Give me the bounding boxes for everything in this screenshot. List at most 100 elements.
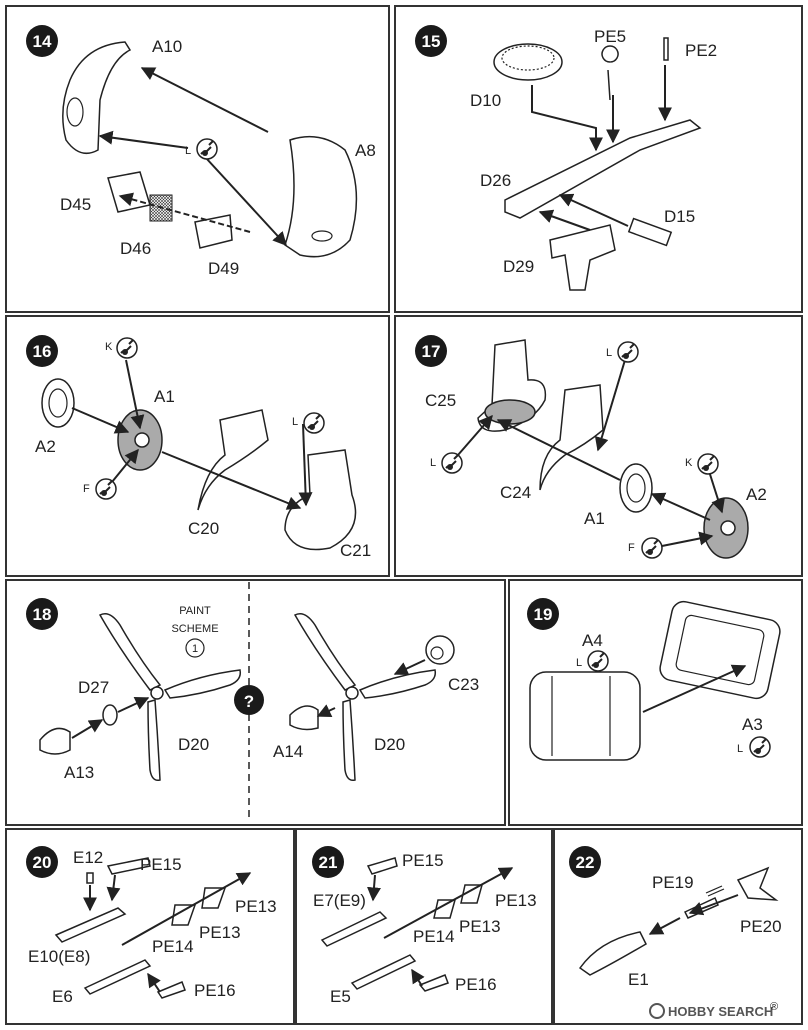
label-f: F bbox=[628, 542, 635, 554]
part-e6 bbox=[83, 959, 152, 995]
label-a2: A2 bbox=[35, 437, 56, 456]
part-a14 bbox=[289, 705, 319, 731]
part-a4 bbox=[529, 671, 641, 761]
label-pe5: PE5 bbox=[594, 27, 626, 46]
part-pe16 bbox=[156, 981, 186, 999]
svg-text:20: 20 bbox=[33, 853, 52, 872]
panel-step-18 bbox=[5, 579, 506, 826]
panel-step-15 bbox=[394, 5, 803, 313]
label-e10: E10(E8) bbox=[28, 947, 90, 966]
label-c23: C23 bbox=[448, 675, 479, 694]
label-pe13: PE13 bbox=[459, 917, 501, 936]
svg-text:17: 17 bbox=[422, 342, 441, 361]
glue-icon bbox=[697, 453, 719, 475]
part-pe13 bbox=[171, 904, 197, 926]
label-e1: E1 bbox=[628, 970, 649, 989]
label-k: K bbox=[105, 341, 113, 353]
label-e7: E7(E9) bbox=[313, 891, 366, 910]
panel-step-22 bbox=[553, 828, 803, 1025]
panel-step-17 bbox=[394, 315, 803, 577]
glue-icon bbox=[303, 412, 325, 434]
part-a1 bbox=[619, 463, 653, 513]
watermark-reg: ® bbox=[770, 1001, 778, 1013]
label-e12: E12 bbox=[73, 848, 103, 867]
step-21-drawing: PE15 E7(E9) PE13 PE13 PE14 E5 PE16 bbox=[313, 851, 537, 1006]
part-c21 bbox=[284, 449, 357, 551]
glue-icon bbox=[641, 537, 663, 559]
part-c23 bbox=[425, 635, 455, 665]
label-a14: A14 bbox=[273, 742, 303, 761]
label-pe14: PE14 bbox=[152, 937, 194, 956]
part-d15 bbox=[627, 217, 673, 247]
svg-text:14: 14 bbox=[33, 32, 52, 51]
step-badge-18: 18 bbox=[26, 598, 58, 630]
label-pe13: PE13 bbox=[199, 923, 241, 942]
label-a1: A1 bbox=[584, 509, 605, 528]
step-17-drawing: L L K F C25 C24 A1 A2 bbox=[425, 339, 767, 559]
label-d27: D27 bbox=[78, 678, 109, 697]
watermark: HOBBY SEARCH ® bbox=[649, 1001, 778, 1019]
label-a2: A2 bbox=[746, 485, 767, 504]
svg-text:21: 21 bbox=[319, 853, 338, 872]
part-a2 bbox=[41, 378, 75, 428]
part-e5 bbox=[350, 954, 417, 990]
label-pe13: PE13 bbox=[495, 891, 537, 910]
svg-text:19: 19 bbox=[534, 605, 553, 624]
glue-icon bbox=[441, 452, 463, 474]
label-pe14: PE14 bbox=[413, 927, 455, 946]
part-pe15 bbox=[366, 857, 398, 875]
glue-icon bbox=[116, 337, 138, 359]
part-pe20 bbox=[736, 866, 779, 901]
svg-text:15: 15 bbox=[422, 32, 441, 51]
label-a4: A4 bbox=[582, 631, 603, 650]
label-l: L bbox=[576, 657, 582, 669]
step-badge-20: 20 bbox=[26, 846, 58, 878]
label-a8: A8 bbox=[355, 141, 376, 160]
label-l: L bbox=[292, 416, 298, 428]
panel-step-19 bbox=[508, 579, 803, 826]
label-d20: D20 bbox=[178, 735, 209, 754]
part-a10 bbox=[62, 41, 132, 155]
label-a13: A13 bbox=[64, 763, 94, 782]
part-pe16 bbox=[418, 974, 449, 992]
part-pe13 bbox=[433, 899, 456, 919]
label-pe20: PE20 bbox=[740, 917, 782, 936]
label-d20: D20 bbox=[374, 735, 405, 754]
label-c21: C21 bbox=[340, 541, 371, 560]
choice-badge bbox=[234, 685, 264, 715]
part-c20 bbox=[197, 409, 269, 511]
label-d15: D15 bbox=[664, 207, 695, 226]
label-d45: D45 bbox=[60, 195, 91, 214]
glue-icon bbox=[95, 478, 117, 500]
label-d46: D46 bbox=[120, 239, 151, 258]
step-16-drawing: K L F A2 A1 C20 C21 bbox=[35, 337, 371, 560]
paint-scheme-label: SCHEME bbox=[171, 623, 218, 635]
paint-scheme-number: 1 bbox=[192, 643, 198, 655]
part-a8 bbox=[284, 135, 358, 258]
part-a13 bbox=[39, 727, 71, 755]
glue-icon bbox=[617, 341, 639, 363]
choice-mark: ? bbox=[244, 692, 254, 711]
part-e12 bbox=[86, 872, 94, 884]
label-glue-l: L bbox=[185, 145, 191, 157]
step-badge-14: 14 bbox=[26, 25, 58, 57]
part-pe2 bbox=[663, 37, 669, 61]
label-l: L bbox=[737, 743, 743, 755]
part-d10 bbox=[493, 43, 563, 81]
step-badge-22: 22 bbox=[569, 846, 601, 878]
glue-icon bbox=[196, 138, 218, 160]
step-badge-16: 16 bbox=[26, 335, 58, 367]
label-c24: C24 bbox=[500, 483, 531, 502]
part-e10 bbox=[54, 907, 127, 943]
part-d29 bbox=[549, 224, 616, 291]
part-e1 bbox=[578, 931, 647, 976]
label-pe16: PE16 bbox=[194, 981, 236, 1000]
label-e5: E5 bbox=[330, 987, 351, 1006]
label-pe19: PE19 bbox=[652, 873, 694, 892]
label-e6: E6 bbox=[52, 987, 73, 1006]
label-d49: D49 bbox=[208, 259, 239, 278]
svg-text:16: 16 bbox=[33, 342, 52, 361]
step-badge-15: 15 bbox=[415, 25, 447, 57]
part-d20 bbox=[98, 613, 162, 691]
